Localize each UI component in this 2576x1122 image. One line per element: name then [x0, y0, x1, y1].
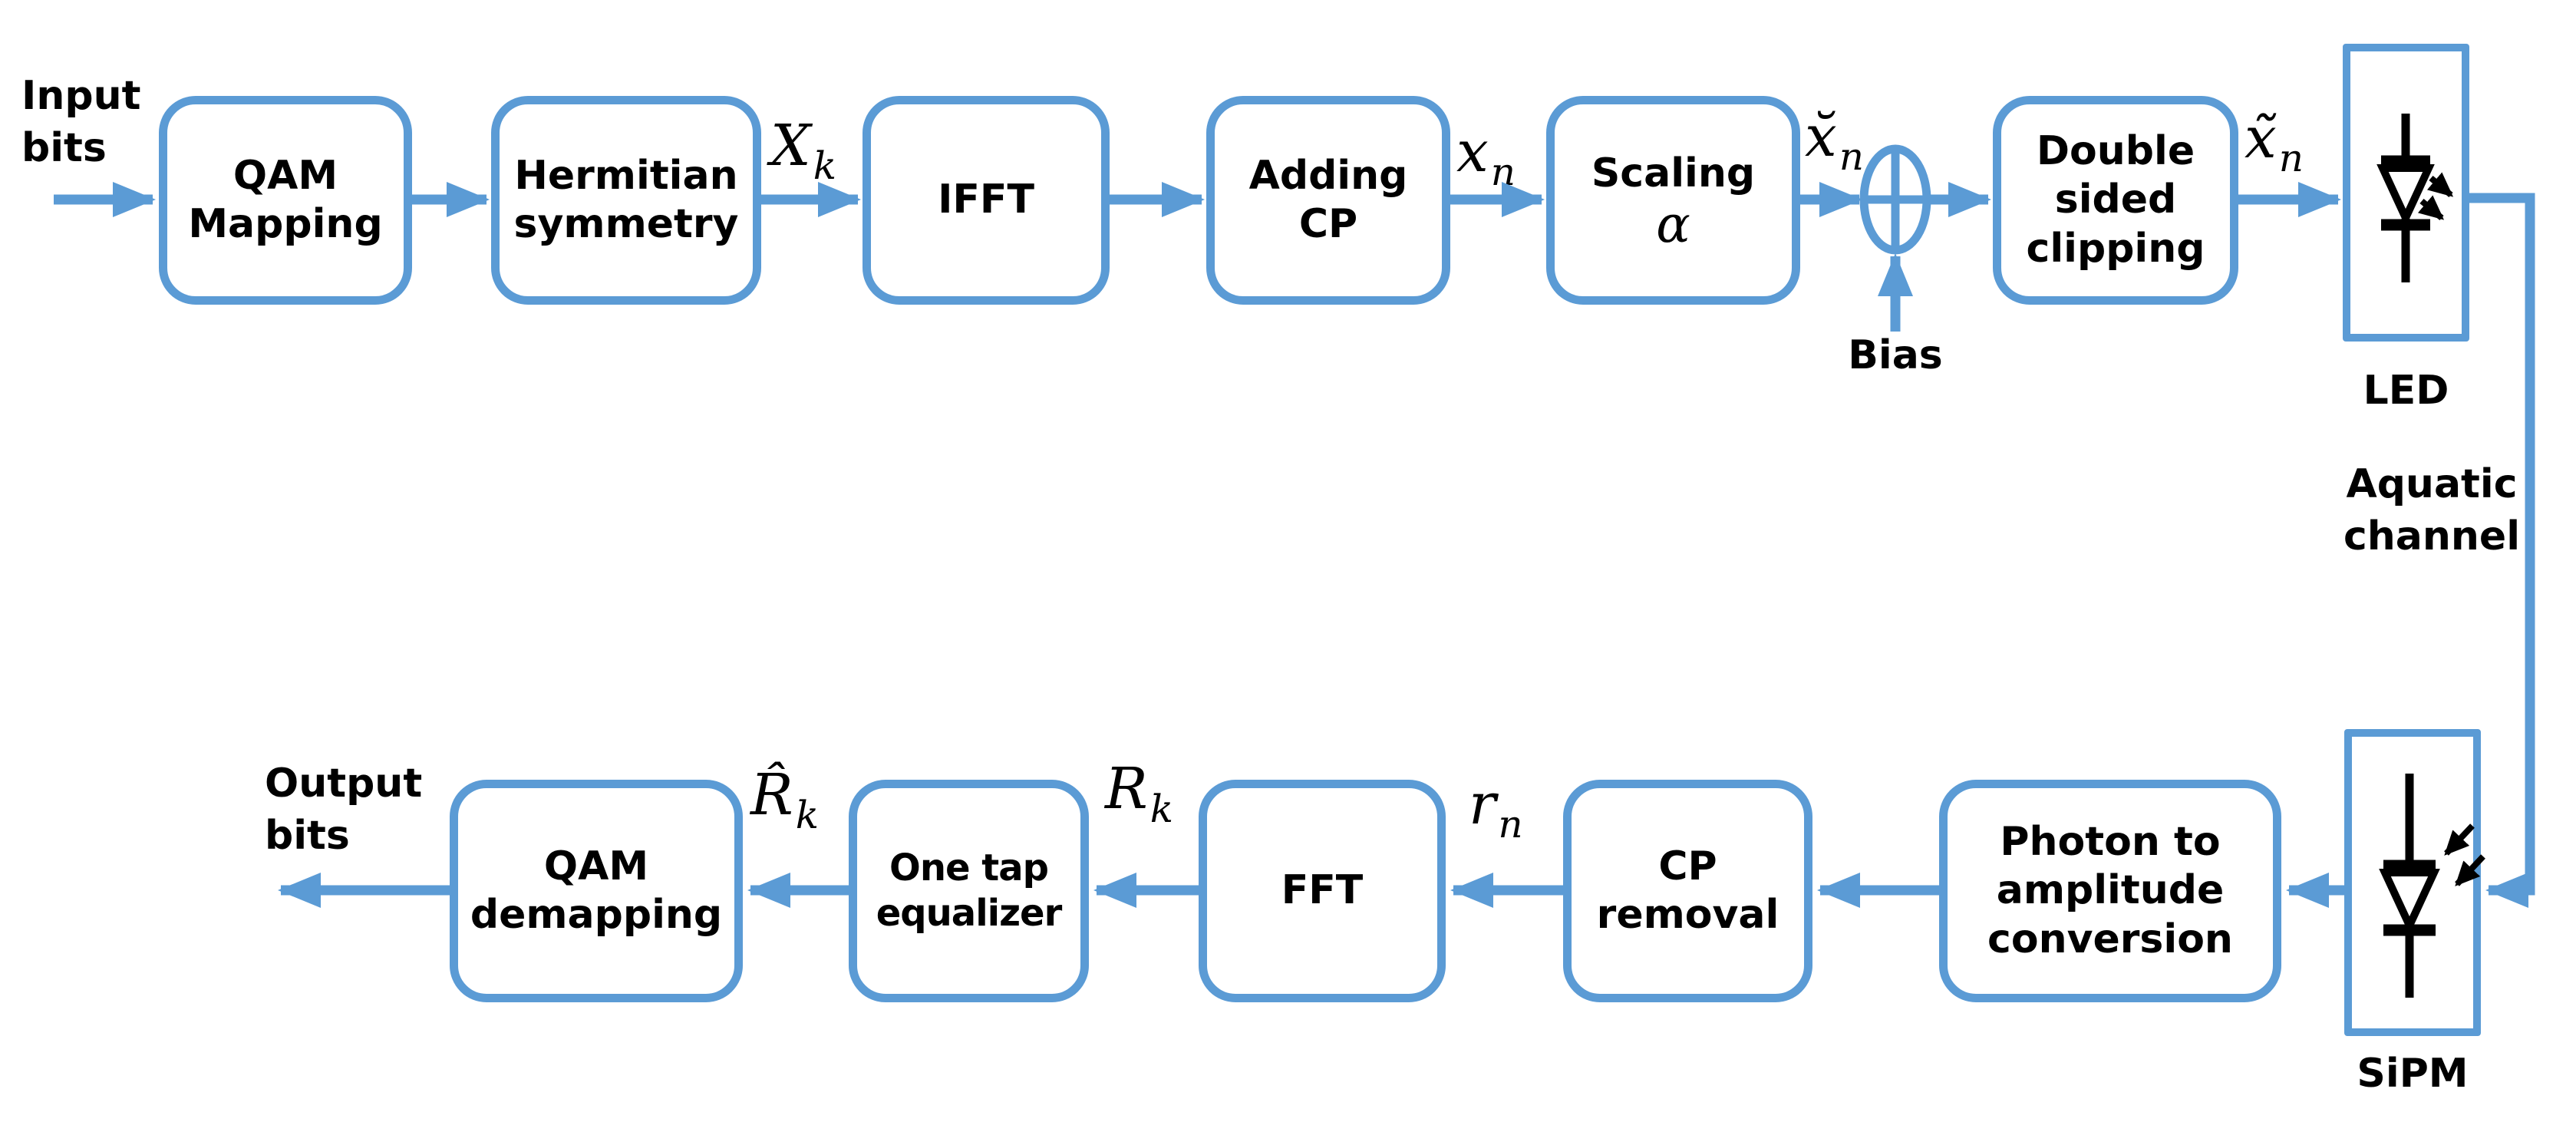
signal-label-Rk: Rk [1105, 756, 1173, 830]
input-bits-line: Input [21, 73, 141, 119]
alpha-symbol: α [1656, 195, 1690, 255]
aquatic-line: channel [2343, 513, 2521, 559]
block-label-line: equalizer [876, 892, 1063, 935]
math-base: X [770, 113, 811, 179]
block-label-line: One tap [889, 846, 1049, 890]
block-label-line: IFFT [938, 177, 1034, 223]
math-sub: k [795, 793, 820, 837]
math-base: x̃ [2245, 105, 2277, 171]
block-label-line: Photon to [2000, 818, 2221, 865]
block-label-line: clipping [2026, 225, 2205, 272]
signal-label-xn-breve: x̆n [1805, 104, 1864, 177]
block-label-line: CP [1298, 201, 1358, 247]
block-label-line: demapping [470, 892, 723, 938]
block-qam-demapping: QAM demapping [450, 780, 743, 1002]
input-bits-line: bits [21, 124, 107, 171]
sipm-label: SiPM [2357, 1051, 2469, 1097]
signal-label-Rk-hat: R̂k [750, 762, 819, 836]
block-label-line: Scaling [1591, 150, 1756, 196]
output-bits-label: Output bits [265, 758, 422, 862]
bias-label: Bias [1848, 332, 1943, 378]
math-sub: n [1498, 802, 1523, 846]
block-adding-cp: Adding CP [1206, 96, 1450, 305]
math-sub: n [1839, 134, 1864, 179]
block-label-line: Adding [1248, 152, 1408, 199]
math-sub: k [813, 144, 836, 188]
aquatic-line: Aquatic [2346, 461, 2518, 507]
block-scaling: Scaling α [1546, 96, 1800, 305]
block-label-line: FFT [1281, 867, 1364, 914]
block-led [2343, 44, 2469, 342]
block-fft: FFT [1199, 780, 1446, 1002]
block-label-line: amplitude [1996, 867, 2225, 914]
block-label-line: symmetry [513, 201, 739, 247]
math-sub: n [1490, 150, 1516, 194]
block-label-line: conversion [1987, 916, 2233, 962]
input-bits-label: Input bits [21, 71, 140, 174]
math-sub: n [2278, 136, 2304, 180]
output-bits-line: bits [265, 812, 350, 859]
bias-adder-icon [1859, 144, 1931, 255]
block-label-line: Mapping [188, 201, 383, 247]
aquatic-channel-label: Aquatic channel [2337, 459, 2527, 563]
block-label-line: removal [1596, 892, 1779, 938]
block-one-tap-equalizer: One tap equalizer [849, 780, 1089, 1002]
block-double-sided-clipping: Double sided clipping [1993, 96, 2238, 305]
block-label-line: Double [2036, 127, 2195, 174]
block-label-line: Hermitian [514, 152, 738, 199]
math-base: x̆ [1805, 104, 1837, 170]
block-label-line: QAM [543, 843, 649, 889]
block-label-line: sided [2054, 177, 2177, 223]
led-label: LED [2363, 368, 2449, 414]
math-base: x [1456, 119, 1489, 185]
signal-label-Xk: Xk [770, 113, 836, 186]
block-hermitian-symmetry: Hermitian symmetry [491, 96, 761, 305]
block-sipm [2344, 729, 2481, 1036]
signal-label-xn: xn [1456, 119, 1516, 193]
math-base: r [1469, 771, 1496, 837]
block-cp-removal: CP removal [1563, 780, 1812, 1002]
signal-label-xn-tilde: x̃n [2245, 105, 2304, 179]
block-qam-mapping: QAM Mapping [159, 96, 412, 305]
block-ifft: IFFT [863, 96, 1110, 305]
math-base: R [1105, 756, 1148, 822]
block-photon-conversion: Photon to amplitude conversion [1939, 780, 2281, 1002]
block-label-line: QAM [233, 152, 338, 199]
math-base: R̂ [750, 762, 793, 828]
output-bits-line: Output [265, 761, 423, 807]
math-sub: k [1149, 787, 1174, 831]
block-label-line: CP [1658, 843, 1717, 889]
signal-label-rn: rn [1469, 771, 1523, 845]
